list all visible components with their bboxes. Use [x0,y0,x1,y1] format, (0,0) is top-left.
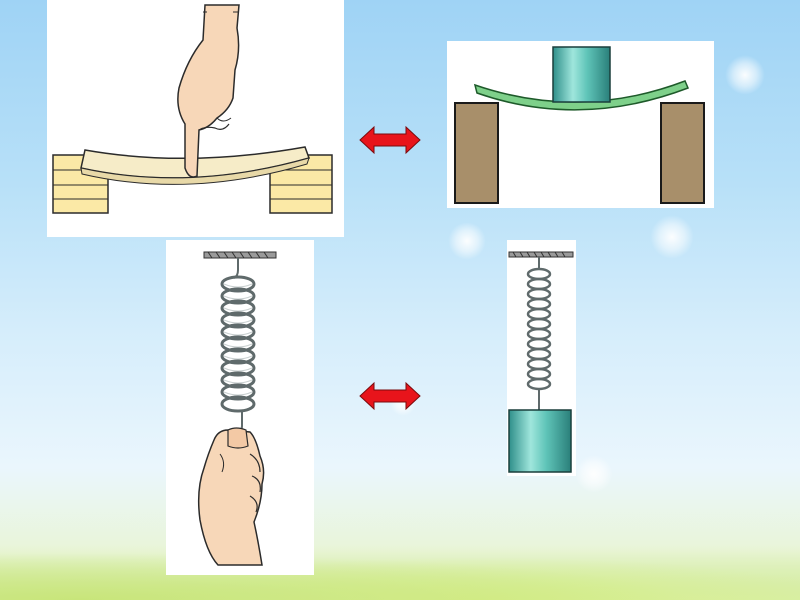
finger-bending-board-panel [47,0,344,237]
hand-stretching-spring-panel [166,240,314,575]
hand-pressing-board-icon [52,4,333,214]
double-headed-arrow-icon [359,381,421,411]
bokeh-light [650,215,694,259]
weight-on-spring-icon [508,251,574,473]
grass-background [0,545,800,600]
weight-on-beam-icon [454,46,705,204]
hand-pulling-spring-icon [197,251,277,566]
bokeh-light [725,55,765,95]
weight-stretching-spring-panel [507,240,576,476]
double-headed-arrow-icon [359,125,421,155]
weight-on-plank-panel [447,41,714,208]
bokeh-light [575,455,613,493]
bokeh-light [448,222,486,260]
